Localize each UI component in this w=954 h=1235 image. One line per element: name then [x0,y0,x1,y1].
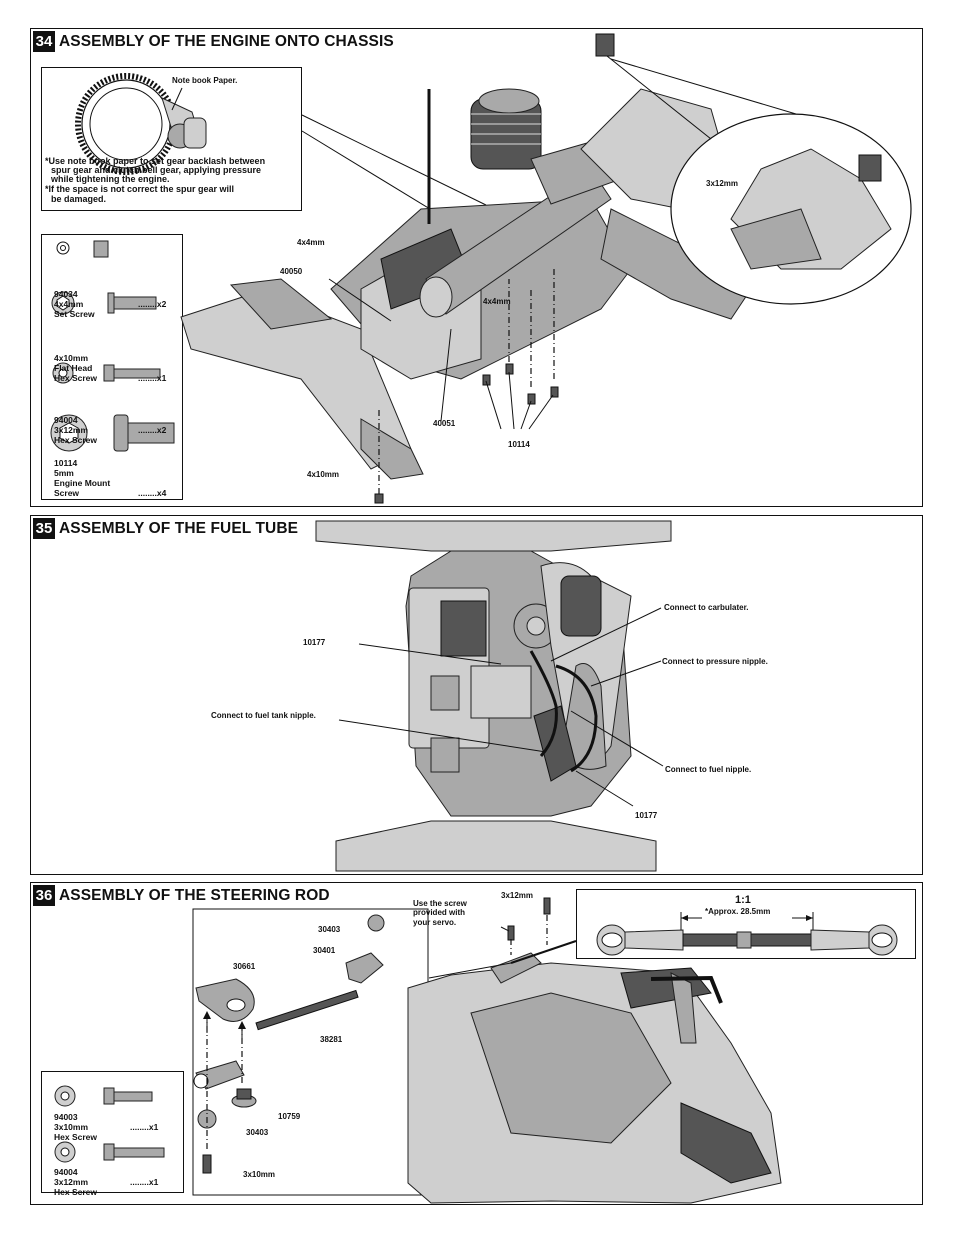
callout-3x12: 3x12mm [501,891,534,900]
part-qty: ........x4 [138,488,167,498]
part-name: Hex Screw [54,1132,97,1142]
step-title: ASSEMBLY OF THE ENGINE ONTO CHASSIS [59,33,394,50]
callout-3x12: 3x12mm [706,179,739,188]
callout-carburetor: Connect to carbulater. [664,603,749,612]
callout-pressure-nipple: Connect to pressure nipple. [662,657,768,666]
part-code: 10114 [54,458,78,468]
callout-10177-right: 10177 [635,811,658,820]
callout-3x10: 3x10mm [243,1170,276,1179]
paper-label: Note book Paper. [172,76,238,85]
parts-list-box: 94034 4x4mm ........x2 Set Screw 4x10mm … [41,234,183,500]
part-qty: ........x1 [130,1177,159,1187]
callout-30403-top: 30403 [318,925,341,934]
scale-reference-box: 1:1 *Approx. 28.5mm [576,889,916,959]
step-number: 35 [33,518,55,539]
callout-30401: 30401 [313,946,336,955]
part-size: 4x10mm [54,353,89,363]
callout-4x4-mid: 4x4mm [483,297,511,306]
part-code: 94004 [54,1167,78,1177]
step-34-panel: 34 ASSEMBLY OF THE ENGINE ONTO CHASSIS N… [30,28,923,507]
part-code: 94034 [54,289,78,299]
part-name-2: Hex Screw [54,373,97,383]
callout-10177-left: 10177 [303,638,326,647]
inset-note-line-2: spur gear and clutch bell gear, applying… [51,165,262,175]
part-size: 3x10mm [54,1122,89,1132]
gear-backlash-inset: Note book Paper. *Use note book paper to… [41,67,302,211]
callout-38281: 38281 [320,1035,343,1044]
scale-label: 1:1 [735,894,751,906]
inset-note-line-5: be damaged. [51,194,107,204]
steering-linkage-illustration [192,897,782,1204]
approx-length: *Approx. 28.5mm [705,907,771,916]
callout-fuel-tank-nipple: Connect to fuel tank nipple. [211,711,316,720]
callout-4x10: 4x10mm [307,470,340,479]
part-qty: ........x1 [138,373,167,383]
part-name-2: Screw [54,488,80,498]
step-number: 36 [33,885,55,906]
part-name: Hex Screw [54,435,97,445]
step-title: ASSEMBLY OF THE FUEL TUBE [59,520,299,537]
part-size: 3x12mm [54,1177,89,1187]
callout-10759: 10759 [278,1112,301,1121]
fuel-tube-illustration [315,520,672,872]
part-name: Set Screw [54,309,95,319]
callout-4x4-top: 4x4mm [297,238,325,247]
part-name: Hex Screw [54,1187,97,1197]
part-qty: ........x1 [130,1122,159,1132]
callout-10114: 10114 [508,440,530,449]
callout-30661: 30661 [233,962,256,971]
inset-note-line-1: *Use note book paper to set gear backlas… [45,156,266,166]
callout-40051: 40051 [433,419,456,428]
servo-note-line-2: provided with [413,908,465,917]
step-title: ASSEMBLY OF THE STEERING ROD [59,887,330,904]
step-35-panel: 35 ASSEMBLY OF THE FUEL TUBE 10177 Conne… [30,515,923,875]
callout-30403-bottom: 30403 [246,1128,269,1137]
part-qty: ........x2 [138,425,167,435]
servo-note-line-3: your servo. [413,918,457,927]
parts-icons [50,240,175,452]
parts-list-box: 94003 3x10mm ........x1 Hex Screw 94004 … [41,1071,184,1197]
servo-note-line-1: Use the screw [413,899,467,908]
part-name: Flat Head [54,363,93,373]
gear-backlash-illustration [75,73,207,175]
inset-note-line-4: *If the space is not correct the spur ge… [45,184,235,194]
callout-fuel-nipple: Connect to fuel nipple. [665,765,752,774]
part-qty: ........x2 [138,299,167,309]
engine-chassis-illustration [180,33,912,504]
step-36-panel: 36 ASSEMBLY OF THE STEERING ROD 1:1 *App… [30,882,923,1205]
part-code: 94003 [54,1112,78,1122]
part-size: 3x12mm [54,425,89,435]
callout-40050: 40050 [280,267,303,276]
part-code: 94004 [54,415,78,425]
steering-rod-actual-size [596,912,898,956]
part-size: 4x4mm [54,299,84,309]
step-number: 34 [33,31,55,52]
part-name: Engine Mount [54,478,111,488]
parts-icons [54,1085,165,1163]
part-size: 5mm [54,468,74,478]
inset-note-line-3: while tightening the engine. [51,174,170,184]
